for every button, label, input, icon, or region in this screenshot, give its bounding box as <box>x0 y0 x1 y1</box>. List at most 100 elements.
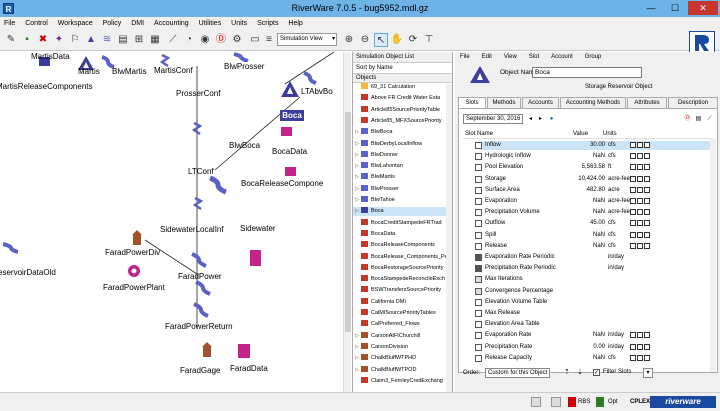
martis-reservoir-icon[interactable] <box>77 55 95 73</box>
tab-attributes[interactable]: Attributes <box>627 97 667 108</box>
blwmartis-reach-icon[interactable] <box>100 55 116 71</box>
menu-accounting[interactable]: Accounting <box>154 20 189 27</box>
faradgage-icon[interactable] <box>200 342 214 360</box>
slot-row[interactable]: Elevation Volume Table <box>475 298 716 307</box>
slot-row[interactable]: Convergence Percentage <box>475 287 716 296</box>
list-item[interactable]: ▷ChalkBluffWTPHD <box>353 354 447 363</box>
label-blwprosser[interactable]: BlwProsser <box>224 62 265 71</box>
slot-flags-icon[interactable] <box>630 142 651 152</box>
label-sidewater[interactable]: Sidewater <box>240 224 276 233</box>
workspace-scrollbar[interactable] <box>343 52 351 392</box>
sp-menu-slot[interactable]: Slot <box>528 54 540 60</box>
col-slot-name[interactable]: Slot Name <box>465 131 494 137</box>
date-field[interactable]: September 30, 2016 <box>463 114 523 124</box>
zoom-out-icon[interactable]: ⊖ <box>360 34 370 45</box>
tab-accounting-methods[interactable]: Accounting Methods <box>560 97 626 108</box>
diagnostics-icon[interactable]: Ⓓ <box>216 34 226 45</box>
faradpowerplant-icon[interactable] <box>126 264 142 280</box>
label-sidewaterlocalinf[interactable]: SidewaterLocalInf <box>160 225 224 234</box>
order-select[interactable]: Custom for this Object <box>485 368 550 378</box>
slot-flags-icon[interactable] <box>630 175 651 186</box>
list-item[interactable]: California DMI <box>353 297 447 307</box>
sp-menu-file[interactable]: File <box>460 54 470 60</box>
list-item[interactable]: ▷BlwDerbyLocalInflow <box>353 139 447 149</box>
list-item[interactable]: ▷CarsonAtFtChurchill <box>353 331 447 341</box>
list-item[interactable]: BocaStampedeReconcileExch <box>353 275 447 284</box>
link-icon[interactable]: ⚐ <box>70 34 80 45</box>
dashboard-icon[interactable]: ⚙ <box>232 34 242 45</box>
sort-by-name[interactable]: Sort by Name <box>356 65 393 71</box>
object-list-scrollbar[interactable] <box>446 84 452 392</box>
slot-row[interactable]: Elevation Area Table <box>475 320 716 329</box>
label-faraddata[interactable]: FaradData <box>230 364 268 373</box>
prosserconf-confluence-icon[interactable] <box>191 121 203 138</box>
list-item[interactable]: ▷BlwLahontan <box>353 162 447 171</box>
open-slot-icon[interactable]: ▤ <box>695 116 702 122</box>
chart-icon[interactable]: ⟋ <box>169 34 177 45</box>
menu-scripts[interactable]: Scripts <box>257 20 279 27</box>
label-ltconf[interactable]: LTConf <box>188 167 214 176</box>
expand-arrow-icon[interactable]: ▷ <box>355 129 359 136</box>
slot-flags-icon[interactable] <box>630 354 651 365</box>
list-item[interactable]: CalPreferred_Flows <box>353 320 447 329</box>
select-pointer-icon[interactable]: ↖ <box>374 33 388 47</box>
list-item[interactable]: Claim3_FernleyCredExchang <box>353 376 447 386</box>
expand-arrow-icon[interactable]: ▷ <box>355 208 359 215</box>
expand-arrow-icon[interactable]: ▷ <box>355 185 359 192</box>
slot-flags-icon[interactable] <box>630 231 651 242</box>
tab-methods[interactable]: Methods <box>487 97 521 108</box>
list-item[interactable]: ▷BlwBoca <box>353 128 447 137</box>
expand-arrow-icon[interactable]: ▷ <box>355 174 359 181</box>
expand-arrow-icon[interactable]: ▷ <box>355 163 359 170</box>
tab-slots[interactable]: Slots <box>458 97 486 109</box>
slot-flags-icon[interactable] <box>630 242 651 253</box>
slot-flags-icon[interactable] <box>630 186 651 197</box>
list-item[interactable]: ▷BlwDonner <box>353 150 447 160</box>
label-faradpowerreturn[interactable]: FaradPowerReturn <box>165 322 233 331</box>
output-icon[interactable]: ▭ <box>250 34 260 45</box>
label-bocadata[interactable]: BocaData <box>272 147 308 156</box>
blwprosser-reach-icon[interactable] <box>232 52 250 64</box>
list-item[interactable]: Above FR Credit Water Esta <box>353 94 447 103</box>
tab-description[interactable]: Description <box>668 97 718 108</box>
list-item[interactable]: BocaRestorageSourcePriority <box>353 263 447 273</box>
label-faradpower[interactable]: FaradPower <box>178 272 222 281</box>
sp-menu-view[interactable]: View <box>503 54 517 60</box>
objects-column-header[interactable]: Objects <box>353 73 452 83</box>
slot-list-scrollbar[interactable] <box>710 139 716 372</box>
calendar-icon[interactable]: ● <box>549 116 554 122</box>
menu-file[interactable]: File <box>4 20 16 27</box>
sidewaterlocalinf-reach-icon[interactable] <box>190 252 208 270</box>
menu-dmi[interactable]: DMI <box>131 20 145 27</box>
label-faradpowerplant[interactable]: FaradPowerPlant <box>103 283 165 292</box>
label-martis[interactable]: Martis <box>78 67 100 76</box>
diagnostics-icon[interactable]: Ⓓ <box>684 116 691 122</box>
list-item[interactable]: BocaCreditStampedeFRTrad <box>353 218 447 228</box>
label-ltabvbo[interactable]: LTAbvBo <box>301 87 333 96</box>
expand-arrow-icon[interactable]: ▷ <box>355 366 359 373</box>
slot-flags-icon[interactable] <box>630 343 651 354</box>
menu-workspace[interactable]: Workspace <box>57 20 93 27</box>
reservoirdataold-reach-icon[interactable] <box>2 242 19 256</box>
minimize-button[interactable]: — <box>646 3 656 13</box>
view-select[interactable]: Simulation View ▾ <box>277 33 337 46</box>
slot-flags-icon[interactable] <box>630 164 651 174</box>
slot-row[interactable]: Max Iterations <box>475 275 716 284</box>
menu-policy[interactable]: Policy <box>102 20 122 27</box>
policy-icon[interactable]: ⊞ <box>134 34 144 45</box>
list-item[interactable]: 69_31 Calculation <box>353 83 447 92</box>
slot-flags-icon[interactable] <box>630 209 651 219</box>
menu-utilities[interactable]: Utilities <box>198 20 222 27</box>
reach-icon[interactable]: ≋ <box>102 34 112 45</box>
expand-arrow-icon[interactable]: ▷ <box>355 197 359 203</box>
workspace-canvas[interactable]: Boca MartisData Martis BlwMartis MartisC… <box>0 52 343 392</box>
